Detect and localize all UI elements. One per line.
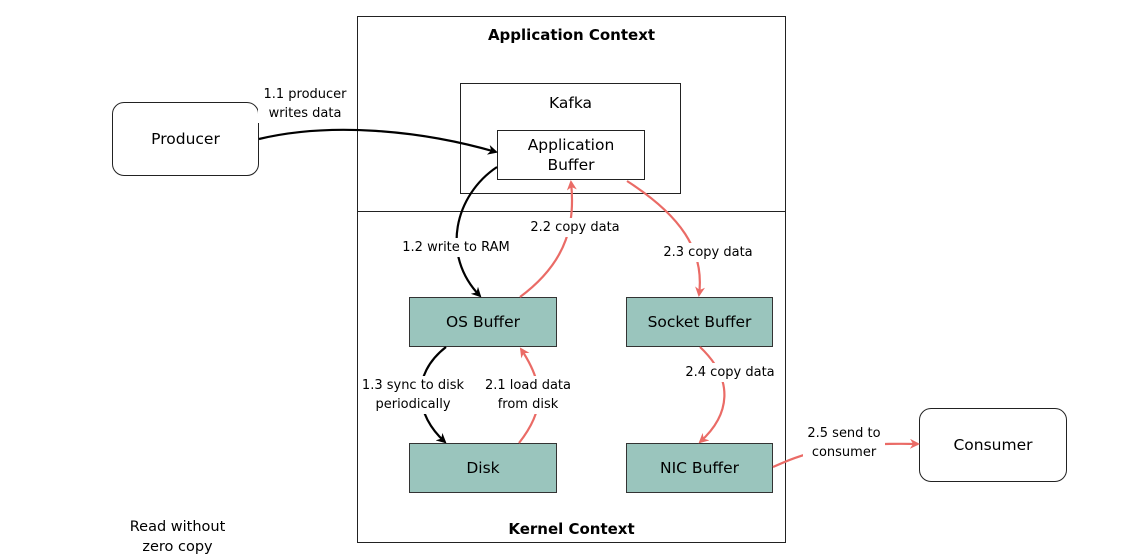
edge-label-2-1-line1: 2.1 load data [484, 378, 571, 393]
edge-label-1-1-line1: 1.1 producer [263, 87, 347, 102]
consumer-node[interactable]: Consumer [919, 408, 1067, 482]
edge-label-2-2: 2.2 copy data [527, 218, 623, 237]
kernel-context-title: Kernel Context [508, 520, 635, 538]
edge-label-2-2-line1: 2.2 copy data [530, 220, 620, 235]
edge-2-4 [698, 346, 726, 444]
consumer-label: Consumer [953, 436, 1033, 454]
edge-1-1 [258, 128, 498, 155]
edge-label-2-5-line1: 2.5 send to [807, 426, 881, 441]
edge-label-2-4: 2.4 copy data [682, 363, 778, 382]
nic-buffer-label: NIC Buffer [660, 459, 739, 477]
edge-2-2 [519, 180, 577, 298]
edge-label-1-3-line1: 1.3 sync to disk [361, 378, 465, 393]
application-buffer-node[interactable]: Application Buffer [497, 130, 645, 180]
diagram-caption: Read without zero copy [129, 519, 226, 555]
edge-label-1-2: 1.2 write to RAM [396, 238, 516, 257]
edge-label-1-1-line2: writes data [268, 106, 342, 121]
edge-label-1-2-line1: 1.2 write to RAM [402, 240, 510, 255]
nic-buffer-node[interactable]: NIC Buffer [626, 443, 773, 493]
kafka-label: Kafka [548, 94, 593, 112]
socket-buffer-label: Socket Buffer [647, 313, 752, 331]
producer-node[interactable]: Producer [112, 102, 259, 176]
edge-label-2-4-line1: 2.4 copy data [685, 365, 775, 380]
edge-1-2 [455, 166, 498, 298]
socket-buffer-node[interactable]: Socket Buffer [626, 297, 773, 347]
application-buffer-label-line2: Buffer [547, 156, 595, 174]
disk-node[interactable]: Disk [409, 443, 557, 493]
disk-label: Disk [466, 459, 500, 477]
edge-label-2-3-line1: 2.3 copy data [663, 245, 753, 260]
producer-label: Producer [151, 130, 220, 148]
edge-label-2-3: 2.3 copy data [660, 243, 756, 262]
application-buffer-label-line1: Application [527, 136, 615, 154]
edge-label-2-5: 2.5 send to consumer [803, 424, 885, 462]
edge-label-1-3-line2: periodically [375, 397, 451, 412]
edge-label-1-3: 1.3 sync to disk periodically [358, 376, 468, 414]
edge-2-3 [626, 180, 706, 297]
edge-label-2-5-line2: consumer [811, 445, 877, 460]
edge-label-2-1: 2.1 load data from disk [480, 376, 576, 414]
application-context-title: Application Context [487, 26, 656, 44]
edge-label-1-1: 1.1 producer writes data [258, 85, 352, 123]
os-buffer-label: OS Buffer [445, 313, 520, 331]
edge-label-2-1-line2: from disk [497, 397, 559, 412]
os-buffer-node[interactable]: OS Buffer [409, 297, 557, 347]
